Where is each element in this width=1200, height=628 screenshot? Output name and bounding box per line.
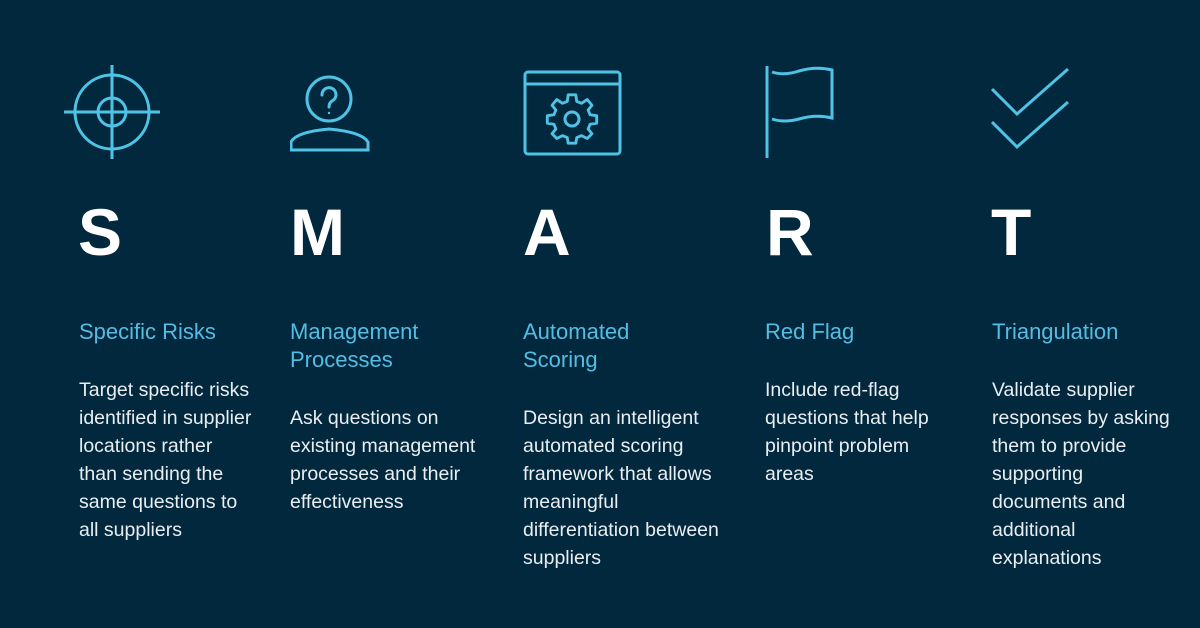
browser-gear-icon <box>523 70 623 156</box>
column-description: Ask questions on existing management pro… <box>290 407 476 513</box>
column-title: Management Processes <box>290 319 419 372</box>
letter-s: S <box>78 195 123 269</box>
letter-a: A <box>523 195 571 269</box>
flag-icon <box>764 66 836 160</box>
column-title: Specific Risks <box>79 319 216 344</box>
column-description: Target specific risks identified in supp… <box>79 379 252 541</box>
crosshair-target-icon <box>64 62 160 162</box>
letter-m: M <box>290 195 345 269</box>
column-title: Triangulation <box>992 319 1119 344</box>
column-description: Design an intelligent automated scoring … <box>523 407 719 569</box>
letter-t: T <box>991 195 1032 269</box>
letter-r: R <box>766 195 814 269</box>
double-check-icon <box>991 66 1071 160</box>
column-title: Automated Scoring <box>523 319 630 372</box>
column-description: Include red-flag questions that help pin… <box>765 379 929 485</box>
person-question-icon <box>290 70 370 154</box>
column-title: Red Flag <box>765 319 855 344</box>
column-description: Validate supplier responses by asking th… <box>992 379 1170 569</box>
